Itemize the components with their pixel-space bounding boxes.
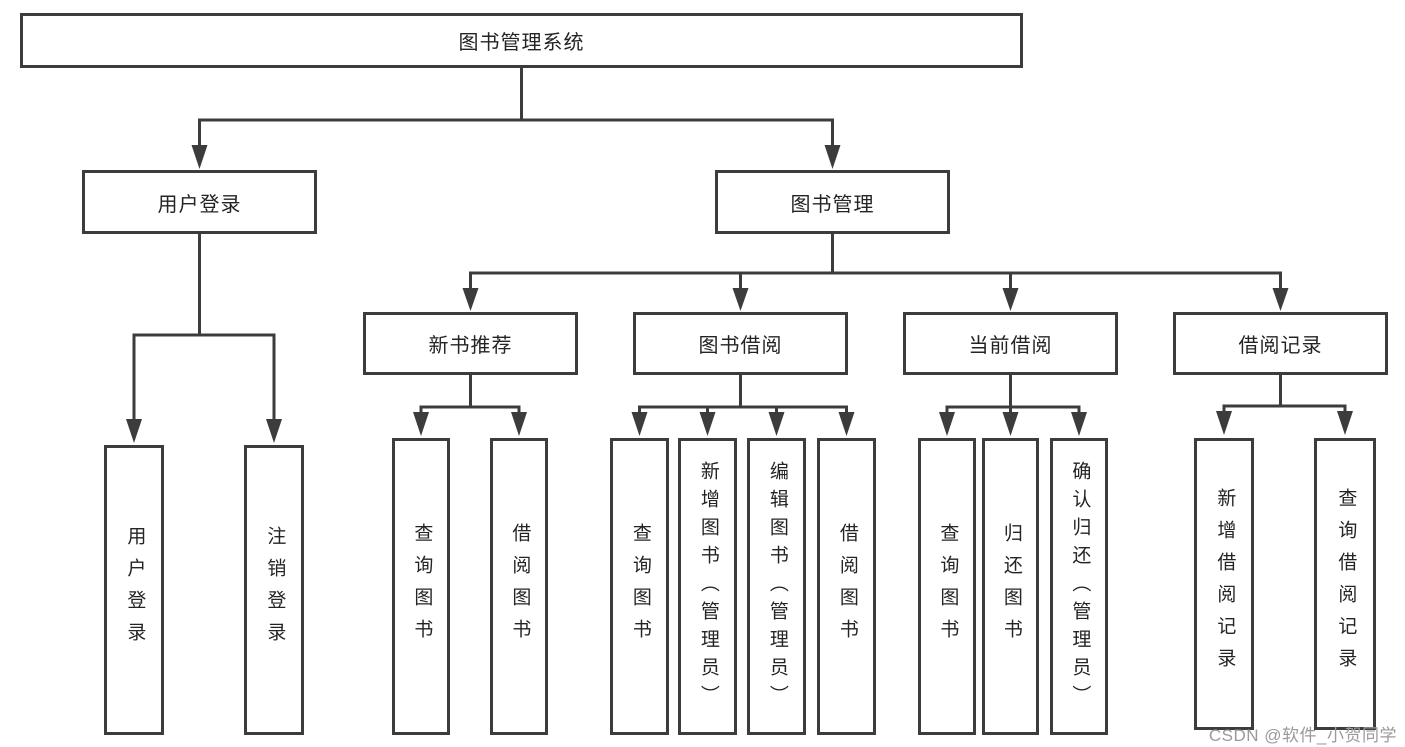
leaf-cb-return-books: 归还图书 [982, 438, 1039, 735]
leaf-br-add-record-label: 新增借阅记录 [1214, 488, 1236, 680]
leaf-br-query-record-label: 查询借阅记录 [1335, 488, 1357, 680]
leaf-logout: 注销登录 [244, 445, 304, 735]
node-user-login: 用户登录 [82, 170, 317, 234]
leaf-cb-query-books: 查询图书 [918, 438, 976, 735]
leaf-login: 用户登录 [104, 445, 164, 735]
csdn-watermark: CSDN @软件_小贺同学 [1208, 726, 1397, 745]
leaf-bb-add-books-label: 新增图书（管理员） [697, 460, 719, 713]
leaf-cb-query-books-label: 查询图书 [937, 522, 959, 651]
leaf-bb-borrow-books: 借阅图书 [817, 438, 876, 735]
leaf-login-label: 用户登录 [124, 526, 146, 654]
node-new-book-recommend: 新书推荐 [363, 312, 578, 375]
root-connectors [191, 68, 841, 169]
leaf-bb-borrow-books-label: 借阅图书 [836, 522, 858, 651]
leaf-nbr-query-books: 查询图书 [392, 438, 450, 735]
node-book-borrowing-label: 图书借阅 [698, 335, 783, 357]
leaf-bb-query-books: 查询图书 [610, 438, 669, 735]
node-current-borrowing: 当前借阅 [903, 312, 1118, 375]
leaf-bb-edit-books: 编辑图书（管理员） [747, 438, 806, 735]
leaf-bb-add-books: 新增图书（管理员） [678, 438, 737, 735]
node-root-label: 图书管理系统 [458, 32, 585, 54]
user-login-connectors [126, 234, 282, 443]
leaf-logout-label: 注销登录 [264, 526, 286, 654]
leaf-nbr-query-books-label: 查询图书 [411, 522, 433, 651]
node-current-borrowing-label: 当前借阅 [968, 335, 1053, 357]
node-root: 图书管理系统 [20, 13, 1023, 68]
leaf-bb-query-books-label: 查询图书 [629, 522, 651, 651]
node-book-borrowing: 图书借阅 [633, 312, 848, 375]
node-borrowing-records-label: 借阅记录 [1238, 335, 1323, 357]
leaf-br-query-record: 查询借阅记录 [1314, 438, 1376, 730]
leaf-cb-confirm-return-label: 确认归还（管理员） [1069, 460, 1091, 713]
leaf-nbr-borrow-books: 借阅图书 [490, 438, 548, 735]
leaf-nbr-borrow-books-label: 借阅图书 [509, 522, 531, 651]
leaf-cb-return-books-label: 归还图书 [1000, 522, 1022, 651]
leaf-br-add-record: 新增借阅记录 [1194, 438, 1254, 730]
node-new-book-recommend-label: 新书推荐 [428, 335, 513, 357]
book-management-connectors [462, 234, 1289, 311]
node-book-management-label: 图书管理 [790, 193, 875, 216]
new-book-recommend-connectors [413, 375, 527, 436]
current-borrowing-connectors [939, 375, 1087, 436]
node-user-login-label: 用户登录 [157, 193, 242, 216]
borrowing-records-connectors [1216, 375, 1353, 435]
leaf-cb-confirm-return: 确认归还（管理员） [1050, 438, 1108, 735]
book-borrowing-connectors [631, 375, 855, 436]
node-borrowing-records: 借阅记录 [1173, 312, 1388, 375]
leaf-bb-edit-books-label: 编辑图书（管理员） [766, 460, 788, 713]
node-book-management: 图书管理 [715, 170, 950, 234]
